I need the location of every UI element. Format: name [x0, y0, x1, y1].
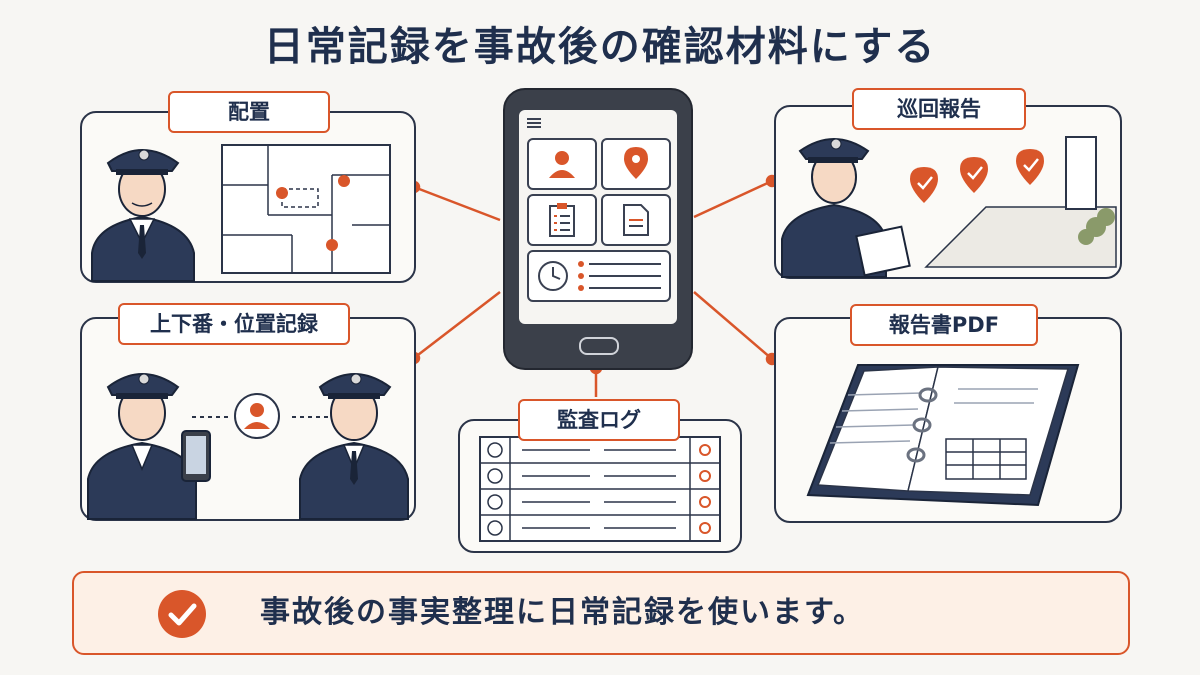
location-tile[interactable] [601, 138, 671, 190]
home-button[interactable] [579, 337, 619, 355]
guard-illustration-right [299, 373, 409, 520]
placement-label: 配置 [168, 91, 330, 133]
patrol-label: 巡回報告 [852, 88, 1026, 130]
guard-with-clipboard-illustration [781, 138, 911, 278]
clock-icon [538, 261, 568, 291]
clipboard-icon [549, 203, 575, 237]
guard-illustration [91, 149, 195, 282]
person-tile[interactable] [527, 138, 597, 190]
list-lines [578, 261, 661, 291]
tablet-screen [519, 110, 677, 324]
floor-plan [221, 144, 391, 274]
connection-dashes [192, 416, 332, 418]
document-tile[interactable] [601, 194, 671, 246]
schedule-tile[interactable] [527, 250, 671, 302]
summary-banner: 事故後の事実整理に日常記録を使います。 [72, 571, 1130, 655]
shift-label: 上下番・位置記録 [118, 303, 350, 345]
person-icon [549, 151, 575, 178]
patrol-checkpoints [910, 136, 1117, 268]
binder-illustration [806, 364, 1080, 507]
audit-log-table [479, 436, 721, 542]
guard-with-phone-illustration [87, 373, 211, 520]
checklist-tile[interactable] [527, 194, 597, 246]
document-icon [623, 204, 649, 236]
shift-panel [80, 317, 416, 521]
menu-icon [527, 118, 541, 128]
placement-panel [80, 111, 416, 283]
banner-text: 事故後の事実整理に日常記録を使います。 [260, 595, 865, 630]
person-location-icon [234, 393, 280, 439]
location-pin-icon [624, 147, 648, 179]
audit-log-panel [458, 419, 742, 553]
audit-log-label: 監査ログ [518, 399, 680, 441]
tablet-device [503, 88, 693, 370]
check-icon [158, 590, 206, 638]
page-title: 日常記録を事故後の確認材料にする [263, 24, 937, 70]
report-pdf-panel [774, 317, 1122, 523]
report-pdf-label: 報告書PDF [850, 304, 1038, 346]
patrol-panel [774, 105, 1122, 279]
